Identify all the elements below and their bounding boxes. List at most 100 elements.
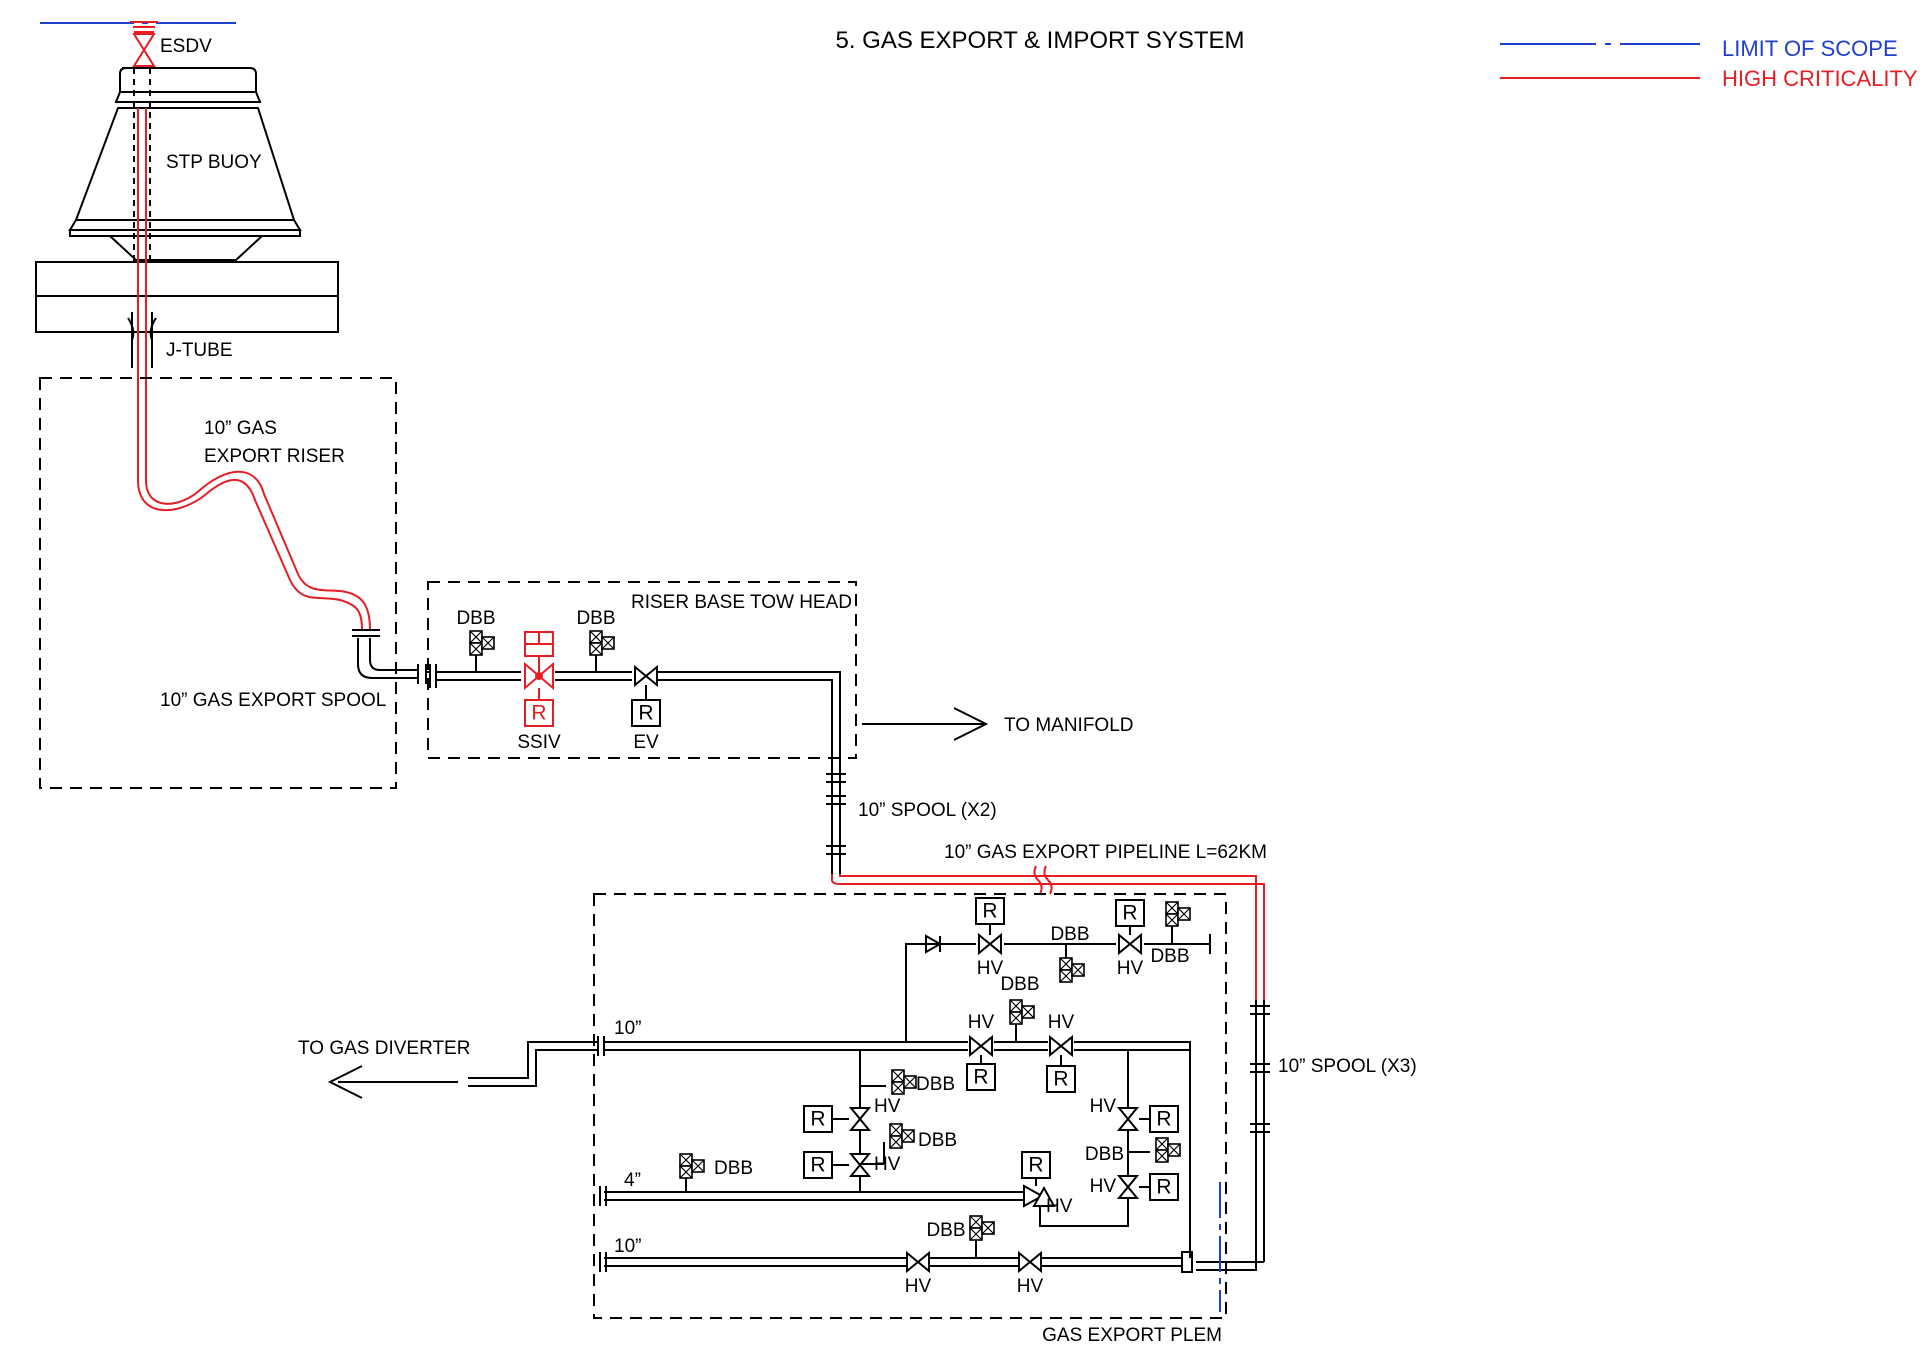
stp-buoy (35, 22, 339, 368)
buoy-skirt (109, 235, 263, 261)
hv-top-branch-1-label: HV (977, 958, 1004, 979)
riser-base-tow-head-label: RISER BASE TOW HEAD (631, 592, 852, 613)
header-top-size-label: 10” (614, 1018, 641, 1039)
hv-crossover-1-label: HV (874, 1096, 901, 1117)
hv-crossover-2-label: HV (874, 1154, 901, 1175)
buoy-base-rim (68, 219, 302, 237)
hv-crossover-3 (1118, 1107, 1138, 1131)
riser-scope-box (39, 377, 397, 789)
dbb-crossover-1 (891, 1069, 917, 1095)
dbb-crossover-1-label: DBB (916, 1074, 955, 1095)
to-gas-diverter-label: TO GAS DIVERTER (298, 1038, 470, 1059)
plem-crossover-right (1039, 1130, 1150, 1227)
spool-x3 (1196, 1000, 1270, 1271)
dbb-header-label: DBB (1000, 974, 1039, 995)
legend-limit-of-scope-label: LIMIT OF SCOPE (1722, 36, 1898, 61)
diagram-title: 5. GAS EXPORT & IMPORT SYSTEM (835, 27, 1244, 54)
hv-crossover-1 (850, 1107, 870, 1131)
dbb-top-branch (1059, 957, 1085, 983)
dbb-crossover-3-label: DBB (1085, 1144, 1124, 1165)
stp-buoy-label: STP BUOY (166, 152, 262, 173)
spool-x2-label: 10” SPOOL (X2) (858, 800, 997, 821)
dbb-4in-label: DBB (714, 1158, 753, 1179)
hv-bottom-1-label: HV (905, 1276, 932, 1297)
ssiv-actuator-r: R (531, 702, 546, 725)
to-manifold-arrow (862, 707, 989, 741)
gas-export-plem-box (593, 893, 1227, 1319)
dbb-4in (679, 1153, 705, 1179)
ev-actuator-r: R (638, 702, 653, 725)
hv-header-2-label: HV (1048, 1012, 1075, 1033)
dbb-top-branch-end (1165, 901, 1191, 927)
dbb-crossover-3 (1155, 1137, 1181, 1163)
esdv-label: ESDV (160, 36, 212, 57)
header-4in-size-label: 4” (624, 1170, 641, 1191)
j-tube-label: J-TUBE (166, 340, 233, 361)
ev-actuator-box (631, 699, 661, 727)
hv-4in-valve (1021, 1151, 1056, 1208)
gas-export-riser (137, 108, 371, 631)
hv-header-2-actuator: R (1053, 1068, 1068, 1091)
legend-high-criticality-label: HIGH CRITICALITY (1722, 66, 1918, 91)
hv-top-branch-1-actuator: R (982, 900, 997, 923)
export-spool-label: 10” GAS EXPORT SPOOL (160, 690, 386, 711)
header-bottom-size-label: 10” (614, 1236, 641, 1257)
dbb-bottom (969, 1215, 995, 1241)
plem-label: GAS EXPORT PLEM (1042, 1325, 1222, 1346)
dbb-bottom-label: DBB (926, 1220, 965, 1241)
dbb-riser-base-2-label: DBB (576, 608, 615, 629)
hv-top-branch-2-label: HV (1117, 958, 1144, 979)
spool-x2 (826, 768, 846, 874)
hv-top-branch-2-actuator: R (1122, 902, 1137, 925)
ssiv-valve (524, 631, 554, 727)
riser-label-line1: 10” GAS (204, 418, 277, 439)
dbb-crossover-2-label: DBB (918, 1130, 957, 1151)
hv-crossover-4-actuator: R (1156, 1176, 1171, 1199)
dbb-header (1009, 999, 1035, 1025)
plem-header-4in (599, 1186, 1024, 1206)
hv-crossover-3-label: HV (1090, 1096, 1117, 1117)
hv-top-branch-2 (1118, 934, 1142, 954)
legend: LIMIT OF SCOPE HIGH CRITICALITY (1500, 36, 1918, 91)
dbb-crossover-2 (889, 1123, 915, 1149)
spool-x3-label: 10” SPOOL (X3) (1278, 1056, 1417, 1077)
hv-4in-actuator: R (1028, 1154, 1043, 1177)
dbb-riser-base-2 (589, 630, 615, 656)
ev-valve (634, 666, 658, 686)
hv-top-branch-1 (978, 934, 1002, 954)
dbb-top-branch-end-label: DBB (1150, 946, 1189, 967)
dbb-top-branch-label: DBB (1050, 924, 1089, 945)
plem-crossover-left (859, 1050, 886, 1192)
hv-crossover-4 (1118, 1175, 1138, 1199)
hv-header-1 (969, 1036, 993, 1056)
to-manifold-label: TO MANIFOLD (1004, 715, 1134, 736)
riser-base-tow-head-box (427, 581, 857, 759)
plem-header-top (604, 934, 1211, 1258)
hv-crossover-4-label: HV (1090, 1176, 1117, 1197)
hv-crossover-1-actuator: R (810, 1108, 825, 1131)
gas-export-pipeline (831, 865, 1265, 1000)
hv-header-1-actuator: R (973, 1066, 988, 1089)
ev-label: EV (633, 732, 659, 753)
riser-label-line2: EXPORT RISER (204, 446, 345, 467)
buoy-collar (114, 91, 262, 103)
j-tube (131, 312, 153, 368)
hv-header-1-label: HV (968, 1012, 995, 1033)
hv-bottom-2 (1018, 1252, 1042, 1272)
hv-4in-label: HV (1046, 1196, 1073, 1217)
esdv-valve (130, 21, 158, 67)
ssiv-label: SSIV (517, 732, 561, 753)
plem-header-bottom (599, 1251, 1193, 1273)
to-gas-diverter-arrow (327, 1036, 605, 1099)
pipeline-label: 10” GAS EXPORT PIPELINE L=62KM (944, 842, 1267, 863)
buoy-top (119, 67, 257, 93)
dbb-riser-base-1-label: DBB (456, 608, 495, 629)
hv-crossover-2-actuator: R (810, 1154, 825, 1177)
hv-header-2 (1049, 1036, 1073, 1056)
dbb-riser-base-1 (469, 630, 495, 656)
hv-crossover-3-actuator: R (1156, 1108, 1171, 1131)
hv-bottom-1 (906, 1252, 930, 1272)
export-spool-connection (352, 629, 427, 684)
riser-base-piping (426, 664, 841, 768)
